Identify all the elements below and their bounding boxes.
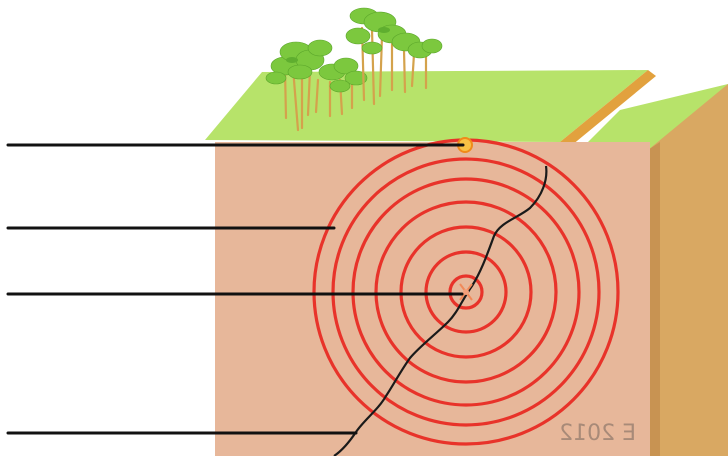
block-front-face <box>215 142 650 456</box>
block-front-top-notch <box>560 142 648 150</box>
artist-signature: E 2012 <box>559 421 636 446</box>
